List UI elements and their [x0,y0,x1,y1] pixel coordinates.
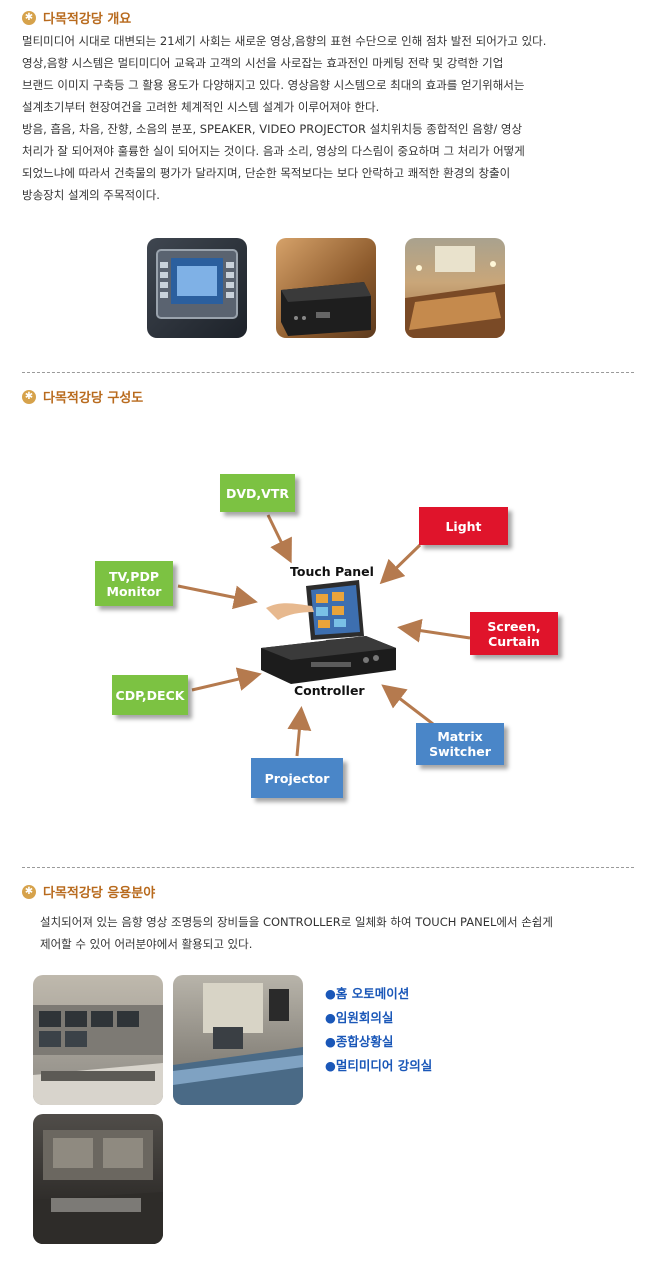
dvd-vtr-box: DVD,VTR [220,474,295,512]
overview-paragraph: 멀티미디어 시대로 대변되는 21세기 사회는 새로운 영상,음향의 표현 수단… [22,30,546,206]
section-title-diagram: ✱ 다목적강당 구성도 [22,387,143,406]
application-item: ●종합상황실 [325,1034,394,1049]
arrow-cdp-deck [191,667,262,692]
touch-panel-controller-illustration [261,580,396,684]
controller-photo [276,238,376,338]
projector-box: Projector [251,758,343,798]
applications-line: 제어할 수 있어 어러분야에서 활용되고 있다. [40,937,253,951]
overview-line: 멀티미디어 시대로 대변되는 21세기 사회는 새로운 영상,음향의 표현 수단… [22,34,547,48]
conference-room-photo [405,238,505,338]
projector-label: Projector [264,770,330,786]
arrow-dvd-vtr [266,514,292,564]
section-divider [22,867,634,868]
switcher-label: Switcher [429,744,491,759]
overview-line: 방음, 흡음, 차음, 잔향, 소음의 분포, SPEAKER, VIDEO P… [22,122,523,136]
arrow-matrix-switcher [381,684,434,726]
overview-line: 처리가 잘 되어져야 훌륭한 실이 되어지는 것이다. 음과 소리, 영상의 다… [22,144,525,158]
star-bullet-icon: ✱ [22,884,36,899]
application-item: ●홈 오토메이션 [325,986,410,1001]
overview-line: 방송장치 설계의 주목적이다. [22,188,160,202]
applications-line: 설치되어져 있는 음향 영상 조명등의 장비들을 CONTROLLER로 일체화… [40,915,553,929]
light-box: Light [419,507,508,545]
screen-label: Screen, [487,618,541,634]
mixing-console-photo [173,975,303,1105]
overview-line: 설계초기부터 현장여건을 고려한 체계적인 시스템 설계가 이루어져야 한다. [22,100,380,114]
section-title-overview: ✱ 다목적강당 개요 [22,8,131,27]
cdp-deck-label: CDP,DECK [115,687,185,703]
application-item: ●멀티미디어 강의실 [325,1058,433,1073]
overview-line: 영상,음향 시스템은 멀티미디어 교육과 고객의 시선을 사로잡는 효과전인 마… [22,56,504,70]
dvd-vtr-label: DVD,VTR [225,485,289,501]
arrow-light [379,543,422,585]
curtain-label: Curtain [488,633,540,649]
control-room-photo [33,975,163,1105]
matrix-switcher-box: Matrix Switcher [416,723,504,765]
section-title-applications: ✱ 다목적강당 응용분야 [22,882,155,901]
monitor-label: Monitor [106,583,162,599]
star-bullet-icon: ✱ [22,10,36,25]
screen-curtain-box: Screen, Curtain [470,612,558,655]
applications-paragraph: 설치되어져 있는 음향 영상 조명등의 장비들을 CONTROLLER로 일체화… [40,911,553,955]
application-list: ●홈 오토메이션 ●임원회의실 ●종합상황실 ●멀티미디어 강의실 [325,982,432,1078]
section-title-text: 다목적강당 개요 [43,12,132,27]
tv-pdp-monitor-box: TV,PDP Monitor [95,561,173,606]
arrow-screen-curtain [397,618,471,643]
tv-pdp-label: TV,PDP [108,568,160,584]
cdp-deck-box: CDP,DECK [112,675,188,715]
overview-line: 브랜드 이미지 구축등 그 활용 용도가 다양해지고 있다. 영상음향 시스템으… [22,78,525,92]
controller-label: Controller [294,683,365,698]
application-item: ●임원회의실 [325,1010,394,1025]
studio-room-photo [33,1114,163,1244]
touch-panel-label: Touch Panel [290,564,374,579]
touch-panel-photo [147,238,247,338]
matrix-label: Matrix [437,729,483,744]
section-title-text: 다목적강당 구성도 [43,391,144,406]
light-label: Light [445,518,482,534]
star-bullet-icon: ✱ [22,389,36,404]
arrow-tv-pdp [177,584,258,610]
section-title-text: 다목적강당 응용분야 [43,886,156,901]
overview-line: 되었느냐에 따라서 건축물의 평가가 달라지며, 단순한 목적보다는 보다 안락… [22,166,511,180]
arrow-projector [287,706,312,757]
section-divider [22,372,634,373]
